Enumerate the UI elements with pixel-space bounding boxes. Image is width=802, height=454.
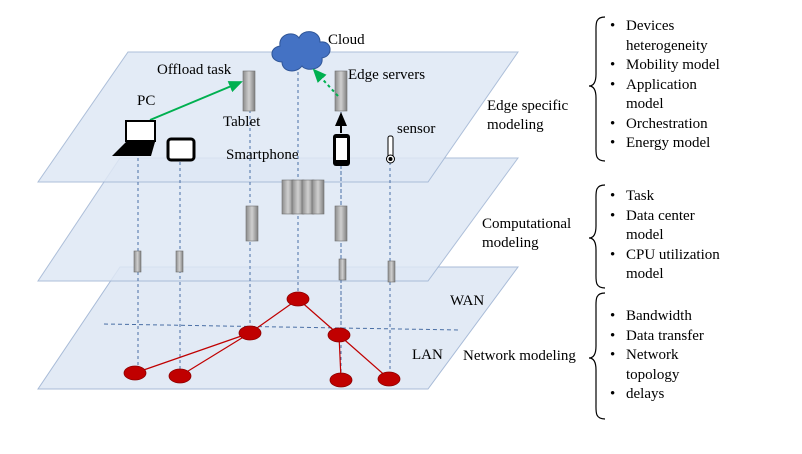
sensor-label: sensor: [397, 121, 436, 137]
cloud-label: Cloud: [328, 32, 365, 48]
smartphone-icon: [333, 134, 350, 166]
datacenter-rack: [311, 179, 325, 215]
computational-layer-title-line: modeling: [482, 235, 539, 251]
wan-lan-separator: [103, 323, 461, 331]
list-item: •Orchestration: [610, 115, 708, 132]
vm-box: [387, 260, 396, 283]
computational-layer-title: Computational modeling: [482, 215, 571, 253]
edge-layer-title-line: Edge specific: [487, 98, 569, 114]
edge-servers-label: Edge servers: [348, 67, 426, 83]
network-node: [238, 325, 262, 341]
pc-label: PC: [137, 93, 156, 109]
wan-label: WAN: [450, 293, 485, 309]
offload-task-label: Offload task: [157, 62, 232, 78]
smartphone-label: Smartphone: [226, 147, 299, 163]
network-node: [168, 368, 192, 384]
network-layer-plane: [37, 266, 519, 390]
edge-server-box: [242, 70, 256, 112]
list-item: •Mobility model: [610, 57, 720, 73]
list-item: •Energy model: [610, 135, 711, 151]
laptop-icon: [112, 120, 156, 156]
network-node: [286, 291, 310, 307]
edge-server-box: [334, 70, 348, 112]
computational-vms: [133, 250, 396, 283]
list-item: •Data transfer: [610, 327, 704, 344]
tablet-icon: [166, 137, 196, 162]
vm-box: [338, 258, 347, 281]
computational-servers: [245, 179, 348, 242]
edge-layer-title-line: modeling: [487, 117, 544, 133]
offload-arrow: [149, 81, 243, 121]
brace-network: [588, 292, 606, 420]
edge-layer-plane: [37, 51, 519, 183]
network-layer-title: Network modeling: [463, 348, 576, 364]
network-node: [123, 365, 147, 381]
brace-edge: [588, 16, 606, 162]
sensor-icon: [386, 135, 395, 164]
vm-box: [175, 250, 184, 273]
network-node: [329, 372, 353, 388]
edge-layer-title: Edge specific modeling: [487, 97, 568, 135]
computational-layer-title-line: Computational: [482, 216, 572, 232]
lan-label: LAN: [412, 347, 443, 363]
list-item: •Task: [610, 188, 655, 204]
vm-box: [133, 250, 142, 273]
edge-servers: [242, 70, 348, 112]
network-nodes: [123, 291, 401, 388]
brace-computational: [588, 184, 606, 289]
list-item: •Bandwidth: [610, 308, 692, 324]
network-node: [377, 371, 401, 387]
tablet-label: Tablet: [223, 114, 261, 130]
server-box: [334, 205, 348, 242]
network-node: [327, 327, 351, 343]
network-links: [134, 298, 390, 380]
cloud-icon: [271, 31, 331, 72]
server-box: [245, 205, 259, 242]
list-item: •delays: [610, 386, 665, 402]
